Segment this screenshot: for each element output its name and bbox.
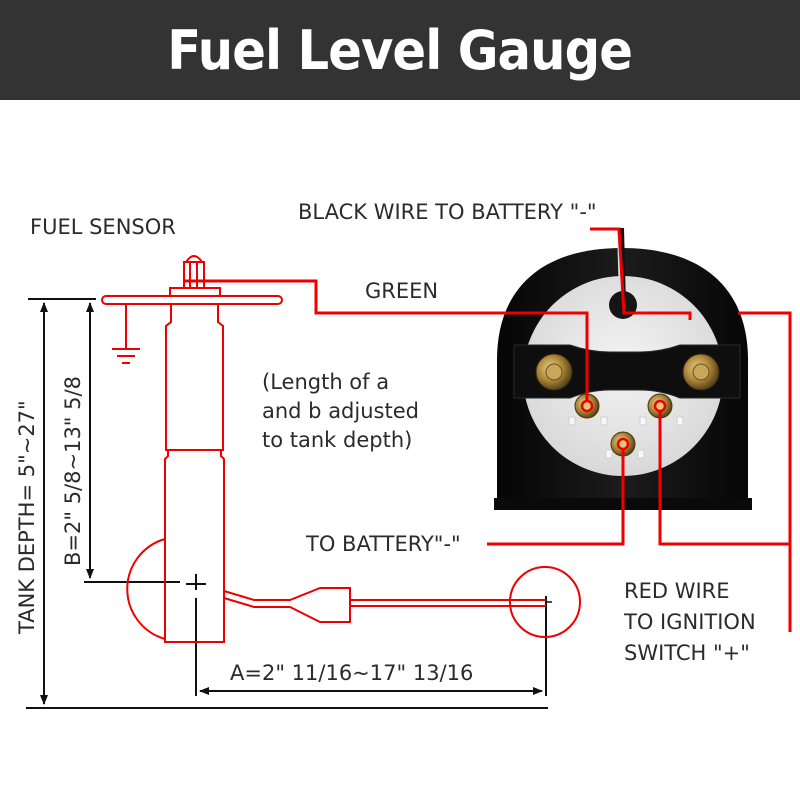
mounting-stud-right bbox=[682, 353, 720, 391]
page-title: Fuel Level Gauge bbox=[167, 18, 634, 82]
mounting-bracket bbox=[513, 344, 741, 399]
green-wire-label: GREEN bbox=[365, 279, 438, 303]
to-battery-label: TO BATTERY"-" bbox=[305, 532, 461, 556]
a-length-label: A=2" 11/16~17" 13/16 bbox=[230, 661, 473, 685]
note-line-1: (Length of a bbox=[262, 370, 389, 394]
tank-depth-label: TANK DEPTH= 5"~27" bbox=[15, 400, 39, 635]
b-length-label: B=2" 5/8~13" 5/8 bbox=[61, 376, 85, 566]
sensor-tube-upper bbox=[165, 304, 224, 451]
black-wire-leader bbox=[590, 227, 692, 320]
fuel-sensor bbox=[101, 255, 581, 643]
mounting-flange bbox=[101, 295, 283, 305]
dimension-lines bbox=[26, 298, 552, 709]
sensor-tube-lower bbox=[164, 450, 225, 643]
float-arm-connector bbox=[223, 587, 351, 623]
ignition-line bbox=[658, 410, 790, 546]
red-wire-label-2: TO IGNITION bbox=[623, 610, 756, 634]
ignition-feeder-line bbox=[738, 311, 792, 632]
float-ball-icon bbox=[509, 566, 581, 638]
fuel-sensor-label: FUEL SENSOR bbox=[30, 215, 176, 239]
green-wire-line bbox=[184, 279, 589, 402]
mounting-stud-left bbox=[535, 353, 573, 391]
red-wire-label-3: SWITCH "+" bbox=[624, 641, 750, 665]
sensor-terminal-icon bbox=[183, 261, 205, 289]
ground-symbol-icon bbox=[112, 304, 140, 364]
ignition-terminal bbox=[647, 393, 673, 419]
note-line-3: to tank depth) bbox=[262, 428, 412, 452]
note-line-2: and b adjusted bbox=[262, 399, 419, 423]
sensor-terminal-cap-icon bbox=[185, 255, 203, 263]
red-wire-label-1: RED WIRE bbox=[624, 579, 730, 603]
gauge-rear-view bbox=[494, 227, 752, 510]
black-wire-label: BLACK WIRE TO BATTERY "-" bbox=[298, 200, 597, 224]
title-bar: Fuel Level Gauge bbox=[0, 0, 800, 100]
arm-swing-arc bbox=[126, 538, 166, 640]
to-battery-line bbox=[487, 448, 625, 546]
